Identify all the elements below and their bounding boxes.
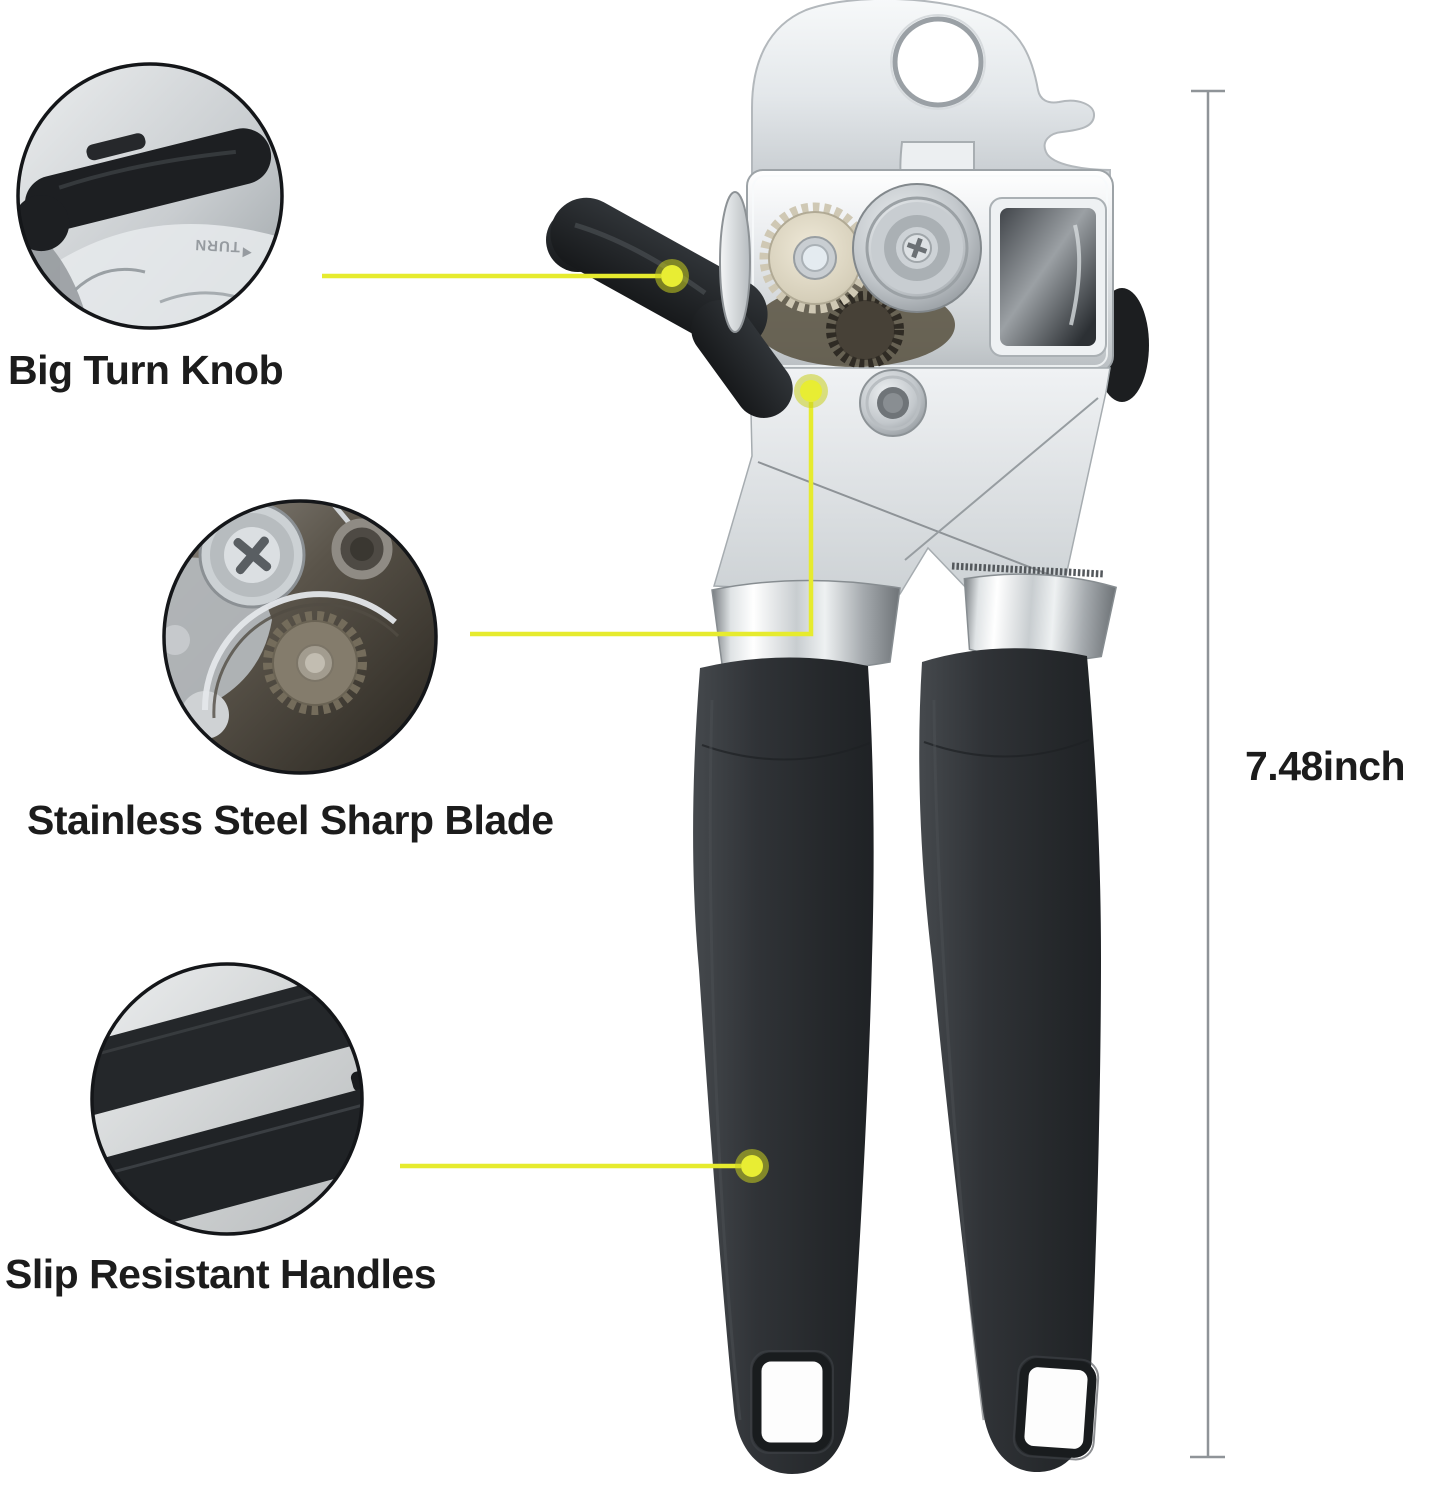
inset-knob-circle: TURN — [16, 62, 284, 330]
inset-handles-circle — [90, 962, 364, 1236]
inset-gear — [263, 611, 367, 715]
mirror-window — [989, 197, 1107, 357]
callout-label-blade: Stainless Steel Sharp Blade — [27, 797, 554, 843]
right-handle-grip — [919, 648, 1101, 1472]
left-ferrule — [711, 579, 901, 672]
callout-lines — [322, 259, 828, 1183]
dimension-label: 7.48inch — [1245, 743, 1406, 789]
knob-washer — [719, 191, 751, 333]
dimension-line — [1190, 89, 1225, 1459]
left-handle-hole — [752, 1352, 832, 1452]
callout-dot-handles — [735, 1149, 769, 1183]
callout-label-knob: Big Turn Knob — [8, 347, 284, 393]
callout-dot-knob — [655, 259, 689, 293]
inset-blade-circle — [162, 499, 438, 775]
cutting-blade-wheel — [852, 183, 982, 313]
pivot-rivet — [859, 369, 927, 437]
right-handle-hole — [1015, 1358, 1097, 1458]
gear-housing — [746, 169, 1114, 373]
callout-label-handles: Slip Resistant Handles — [5, 1251, 437, 1297]
knob-engraving: TURN — [194, 236, 240, 255]
left-handle-grip — [693, 657, 874, 1474]
inset-screw-head — [198, 502, 306, 609]
callout-line-blade — [470, 402, 814, 637]
can-opener — [546, 0, 1149, 1474]
callout-dot-blade — [794, 374, 828, 408]
hang-hole — [890, 14, 986, 110]
